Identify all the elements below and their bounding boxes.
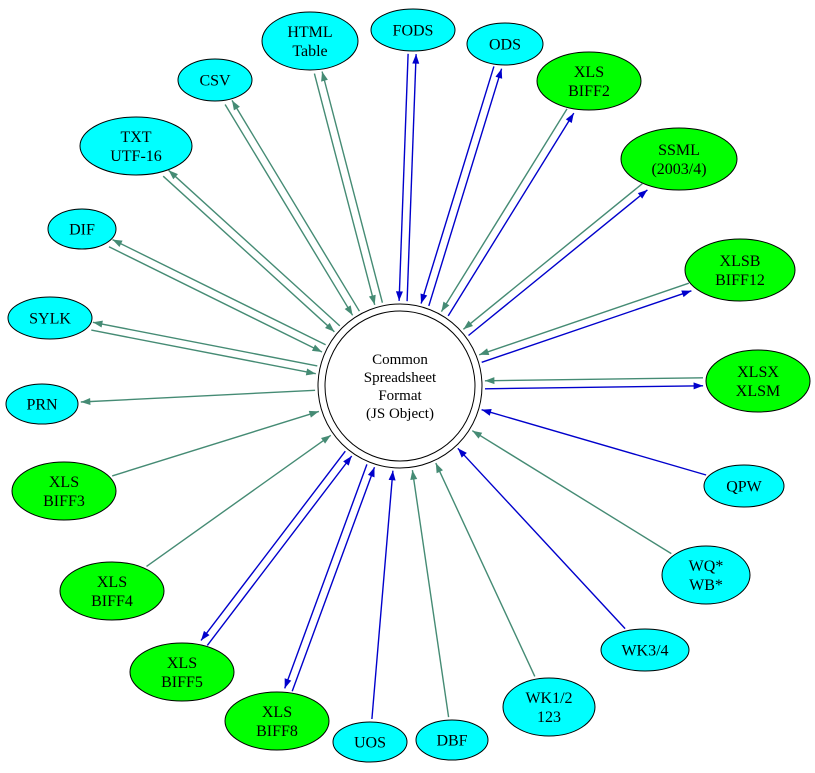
node-xlsb — [684, 238, 796, 302]
edge-xls-biff5-out — [200, 450, 346, 641]
node-xls-biff5 — [129, 642, 235, 702]
edge-fods-in — [395, 53, 409, 301]
node-label-dif: DIF — [69, 222, 95, 239]
edge-wk34-in — [457, 447, 626, 630]
node-label-wq-wb: WQ*WB* — [689, 558, 724, 594]
node-xls-biff8 — [224, 691, 330, 751]
edge-prn-out — [80, 389, 316, 406]
node-label-csv: CSV — [199, 73, 231, 90]
center-node-outer-circle — [317, 303, 483, 469]
node-qpw — [703, 464, 785, 508]
edge-csv-in — [224, 104, 354, 316]
edge-xlsb-out — [481, 290, 692, 363]
edge-dif-out — [112, 238, 326, 346]
edge-sylk-in — [91, 329, 316, 376]
node-xlsx — [705, 349, 811, 413]
node-label-dbf: DBF — [436, 733, 467, 750]
node-wk12 — [502, 677, 596, 737]
node-wq-wb — [661, 545, 751, 605]
node-uos — [332, 721, 408, 763]
edge-qpw-in — [481, 408, 707, 476]
node-sylk — [7, 296, 93, 340]
edge-xls-biff8-in — [291, 466, 376, 692]
edge-txt-in — [162, 175, 335, 333]
center-node-inner-circle — [324, 310, 476, 462]
node-ods — [466, 22, 544, 66]
edge-xls-biff8-out — [284, 464, 368, 689]
node-label-sylk: SYLK — [29, 311, 71, 328]
edge-dif-in — [108, 246, 323, 353]
node-xls-biff4 — [59, 561, 165, 621]
edge-csv-out — [231, 100, 360, 312]
node-fods — [370, 8, 456, 52]
node-label-fods: FODS — [393, 23, 434, 40]
edge-html-in — [313, 73, 376, 305]
node-label-prn: PRN — [26, 397, 58, 414]
node-html — [261, 11, 359, 71]
node-xls-biff2 — [536, 51, 642, 111]
edge-dbf-in — [410, 469, 450, 718]
edge-ods-out — [428, 68, 503, 307]
edge-xls-biff4-in — [146, 434, 332, 567]
node-label-wk34: WK3/4 — [621, 643, 668, 660]
node-dbf — [415, 719, 489, 761]
edges-layer — [80, 53, 707, 720]
node-label-qpw: QPW — [726, 479, 762, 496]
edge-fods-out — [406, 54, 420, 302]
node-ssml — [620, 127, 738, 191]
edge-txt-out — [168, 169, 341, 327]
edge-ssml-out — [468, 189, 648, 337]
edge-xls-biff2-in — [440, 108, 568, 312]
edge-xls-biff2-out — [447, 112, 575, 317]
node-wk34 — [600, 628, 690, 672]
node-csv — [177, 58, 253, 102]
edge-xlsb-in — [478, 282, 690, 356]
node-label-ssml: SSML(2003/4) — [651, 142, 706, 178]
node-prn — [5, 383, 79, 425]
node-txt — [79, 116, 193, 176]
edge-xlsx-in — [484, 377, 704, 385]
edge-ods-in — [420, 66, 495, 304]
node-dif — [47, 208, 117, 250]
node-xls-biff3 — [11, 461, 117, 521]
edge-sylk-out — [92, 320, 318, 367]
edge-uos-in — [371, 470, 396, 720]
node-label-uos: UOS — [354, 735, 386, 752]
edge-xlsx-out — [484, 382, 704, 390]
edge-wq-wb-in — [471, 430, 672, 555]
node-label-ods: ODS — [489, 37, 521, 54]
edge-wk12-in — [435, 462, 536, 677]
edge-html-out — [321, 71, 384, 303]
edge-ssml-in — [462, 183, 643, 330]
edge-xls-biff5-in — [206, 455, 353, 646]
edge-xls-biff3-in — [111, 410, 320, 477]
